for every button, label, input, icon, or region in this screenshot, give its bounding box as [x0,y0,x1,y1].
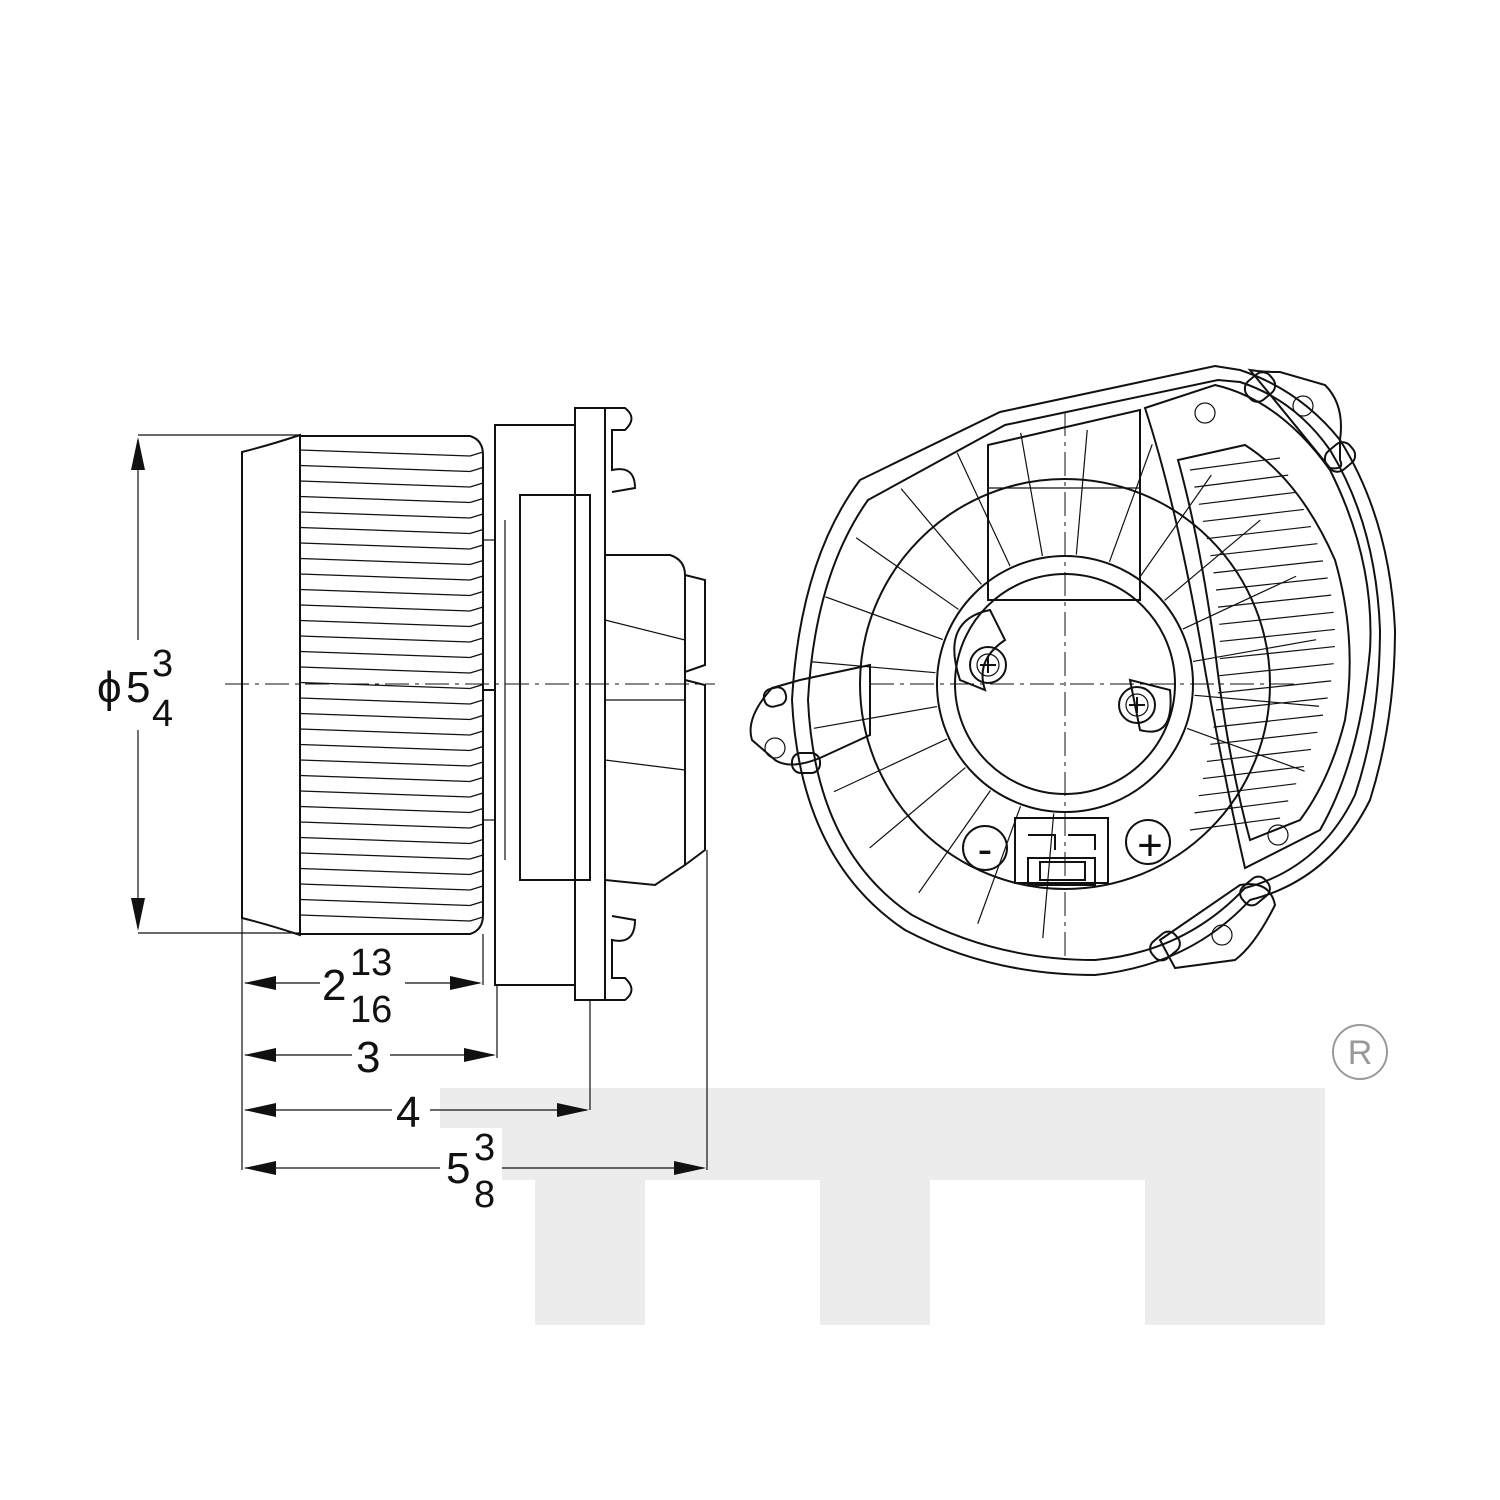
arrowhead-icon [131,898,145,931]
wheel-blades [299,449,484,922]
positive-terminal-label: + [1137,821,1163,870]
dim-wheel-depth-label: 2 13 16 [320,940,405,1031]
side-view [225,407,715,1001]
scroll-blades [1189,457,1335,831]
arrowhead-icon [244,1048,276,1062]
arrowhead-icon [557,1103,589,1117]
svg-text:4: 4 [396,1088,420,1137]
registered-trademark-icon [1332,1024,1388,1080]
dim-housing-depth-label: 3 [352,1033,390,1082]
svg-text:ϕ: ϕ [97,663,122,712]
top-mounting-ear [1247,368,1343,470]
arrowhead-icon [450,976,482,990]
svg-text:4: 4 [152,693,173,735]
dim-overall-length-label: 5 3 8 [440,1127,502,1216]
dimension-lines [131,434,708,1175]
electrical-connector [1014,817,1109,884]
bottom-mounting-ear [1158,883,1277,970]
svg-text:5: 5 [126,663,150,712]
arrowhead-icon [244,1103,276,1117]
svg-text:16: 16 [350,989,392,1031]
arrowhead-icon [464,1048,496,1062]
registered-mark-letter: R [1348,1034,1373,1072]
dim-diameter-label: ϕ 5 3 4 [95,640,185,735]
screw-icon [1118,686,1156,724]
svg-text:2: 2 [322,961,346,1010]
svg-text:5: 5 [446,1144,470,1193]
svg-text:13: 13 [350,942,392,984]
svg-text:3: 3 [474,1127,495,1169]
arrowhead-icon [244,1161,276,1175]
arrowhead-icon [131,437,145,470]
arrowhead-icon [244,976,276,990]
dim-flange-depth-label: 4 [392,1088,430,1137]
negative-terminal-label: - [978,825,993,874]
svg-text:3: 3 [356,1033,380,1082]
svg-text:3: 3 [152,643,173,685]
svg-text:8: 8 [474,1174,495,1216]
tyc-watermark-logo [440,1088,1325,1325]
screw-icon [969,646,1007,684]
front-view: - + [749,364,1397,977]
arrowhead-icon [674,1161,706,1175]
